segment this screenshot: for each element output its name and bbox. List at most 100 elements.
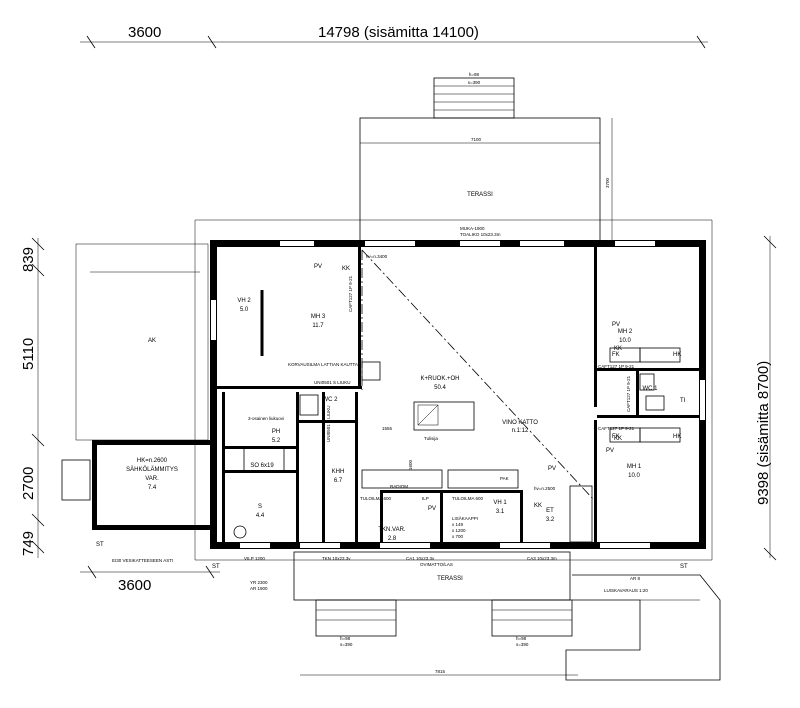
pv-mh2: PV (612, 322, 620, 328)
step-s-left: s=390 (340, 642, 353, 647)
room-mh2-area: 10.0 (619, 338, 631, 344)
room-mh2-name: MH 2 (618, 329, 633, 335)
hk-line4: 7.4 (148, 485, 157, 491)
room-labels: MH 3 11.7 VH 2 5.0 K+RUOK.+OH 50.4 MH 2 … (237, 298, 658, 542)
hv-et: hv=n.2500 (534, 486, 556, 491)
dim-top-left: 3600 (128, 24, 161, 41)
room-ph-area: 5.2 (272, 438, 281, 444)
room-et-name: ET (546, 508, 554, 514)
lisakaappi-label: LISÄKAAPPI (452, 515, 478, 521)
entrance-bench (569, 485, 593, 543)
carport: AK (75, 243, 209, 441)
st-left: ST (96, 542, 104, 548)
kk-mh2: KK (614, 346, 622, 352)
pv-mh1: PV (606, 448, 614, 454)
room-wc1-name: WC 1 (643, 386, 659, 392)
bottom-terrace: TERASSI h=98 s=390 h=98 s=390 7815 (293, 551, 578, 676)
room-mh1-name: MH 1 (627, 464, 642, 470)
bottom-left-dimension: 3600 (80, 565, 220, 594)
chimney-height: h=98 (469, 72, 480, 77)
room-s-name: S (258, 504, 262, 510)
room-s-area: 4.4 (256, 513, 265, 519)
korvausilma-label: KORVAUSILMA LATTIAN KAUTTA (288, 362, 358, 367)
roof-line (194, 219, 713, 561)
dim-700: x 700 (452, 534, 464, 539)
dim-1555: 1555 (382, 426, 393, 431)
vino-katto: VINO KATTO (502, 420, 538, 426)
terrace-depth: 3700 (605, 177, 610, 188)
luiskavaraus-label: LUISKAVARAUS 1:20 (604, 588, 648, 593)
toilet-wc1 (639, 373, 655, 391)
ovim-label: OVIMATTO/LAS (420, 562, 453, 567)
hk-line2: SÄHKÖLÄMMITYS (126, 466, 178, 473)
dim-bottom-span: 7815 (435, 669, 446, 674)
step-h-left: h=98 (340, 636, 351, 641)
room-et-area: 3.2 (546, 517, 555, 523)
vaulted-roof-line (361, 249, 595, 501)
closet-mh1-2 (639, 427, 681, 443)
room-khh-area: 6.7 (334, 478, 343, 484)
room-mh3-area: 11.7 (312, 323, 324, 329)
room-tkn-name: TKN.VAR. (378, 527, 406, 533)
kitchen-counter-2 (447, 469, 519, 489)
inner-walls (217, 247, 699, 542)
hk-mh1: HK (673, 434, 681, 440)
room-wc2-name: WC 2 (323, 397, 339, 403)
fireplace (417, 404, 439, 426)
dim-left-4: 749 (20, 531, 37, 556)
top-dimension-line: 3600 14798 (sisämitta 14100) (80, 24, 708, 49)
room-kitchen-name: K+RUOK.+OH (420, 376, 459, 382)
dim-149: x 149 (452, 522, 464, 527)
dim-bottom-left: 3600 (118, 577, 151, 594)
pak-label: PAK (500, 476, 509, 481)
pv-mh3: PV (314, 264, 322, 270)
hk-line1: HK=n.2600 (137, 458, 168, 464)
mh3-window: CAFT127 1P 9-21 (348, 275, 353, 312)
vesi-label: EI30 VESIKATTEESEEN ASTI (112, 558, 173, 563)
room-vh2-area: 5.0 (240, 307, 249, 313)
uni-label-1: UNI0501 S LIUKU (314, 380, 351, 385)
room-mh3-name: MH 3 (311, 314, 326, 320)
fk-mh1: FK (612, 434, 620, 440)
ca3-label: CA3 10x23.3m (527, 556, 557, 561)
room-terassi-bottom: TERASSI (437, 576, 463, 582)
dim-left-1: 839 (20, 247, 37, 272)
tk-label: TKN 10x23.3v (322, 556, 351, 561)
toilet-wc2 (299, 394, 319, 416)
dim-right-total: 9398 (sisämitta 8700) (755, 361, 772, 505)
radiom-label: RADIOM (390, 484, 408, 489)
hk-mh2: HK (673, 352, 681, 358)
room-tkn-area: 2.8 (388, 536, 397, 542)
muka-label: MUKA-1900 (460, 226, 485, 231)
vino-katto-slope: n.1:12 (512, 428, 529, 434)
room-ph-name: PH (272, 429, 280, 435)
ramp (565, 574, 721, 681)
chimney-step: s=390 (468, 80, 481, 85)
kitchen-island (413, 401, 475, 431)
step-h-right: h=98 (516, 636, 527, 641)
fixtures (233, 290, 681, 543)
fk-mh2: FK (612, 352, 620, 358)
pv-vh1: PV (428, 506, 436, 512)
ilma-label: VILP 1200 (244, 556, 265, 561)
ilp-label: ILP (422, 496, 429, 501)
hk-line3: VAR. (145, 476, 159, 482)
tuloilma-label-2: TULOILMA 600 (452, 496, 484, 501)
kk-mh3: KK (342, 266, 350, 272)
top-terrace: h=98 s=390 7100 3700 TERASSI MUKA-1900 T… (359, 72, 613, 244)
dim-left-3: 2700 (20, 467, 37, 500)
toaliko-label: TOALIKO 10x23.3m (460, 232, 501, 237)
step-s-right: s=390 (516, 642, 529, 647)
room-kitchen-area: 50.4 (434, 385, 446, 391)
three-part-door: 3-osainen liukuovi (248, 416, 284, 421)
left-dimension-line: 839 5110 2700 749 (20, 237, 45, 558)
closet-mh2-2 (639, 347, 681, 363)
ca-label: CA1 10x23.3v (406, 556, 435, 561)
right-dimension-line: 9398 (sisämitta 8700) (755, 235, 777, 561)
sink-wc1 (645, 395, 665, 411)
kitchen-counter (361, 469, 443, 489)
uni-label-2: UNI0501 S LIUKU (326, 405, 331, 442)
st-right: ST (680, 564, 688, 570)
outer-walls (210, 240, 706, 549)
